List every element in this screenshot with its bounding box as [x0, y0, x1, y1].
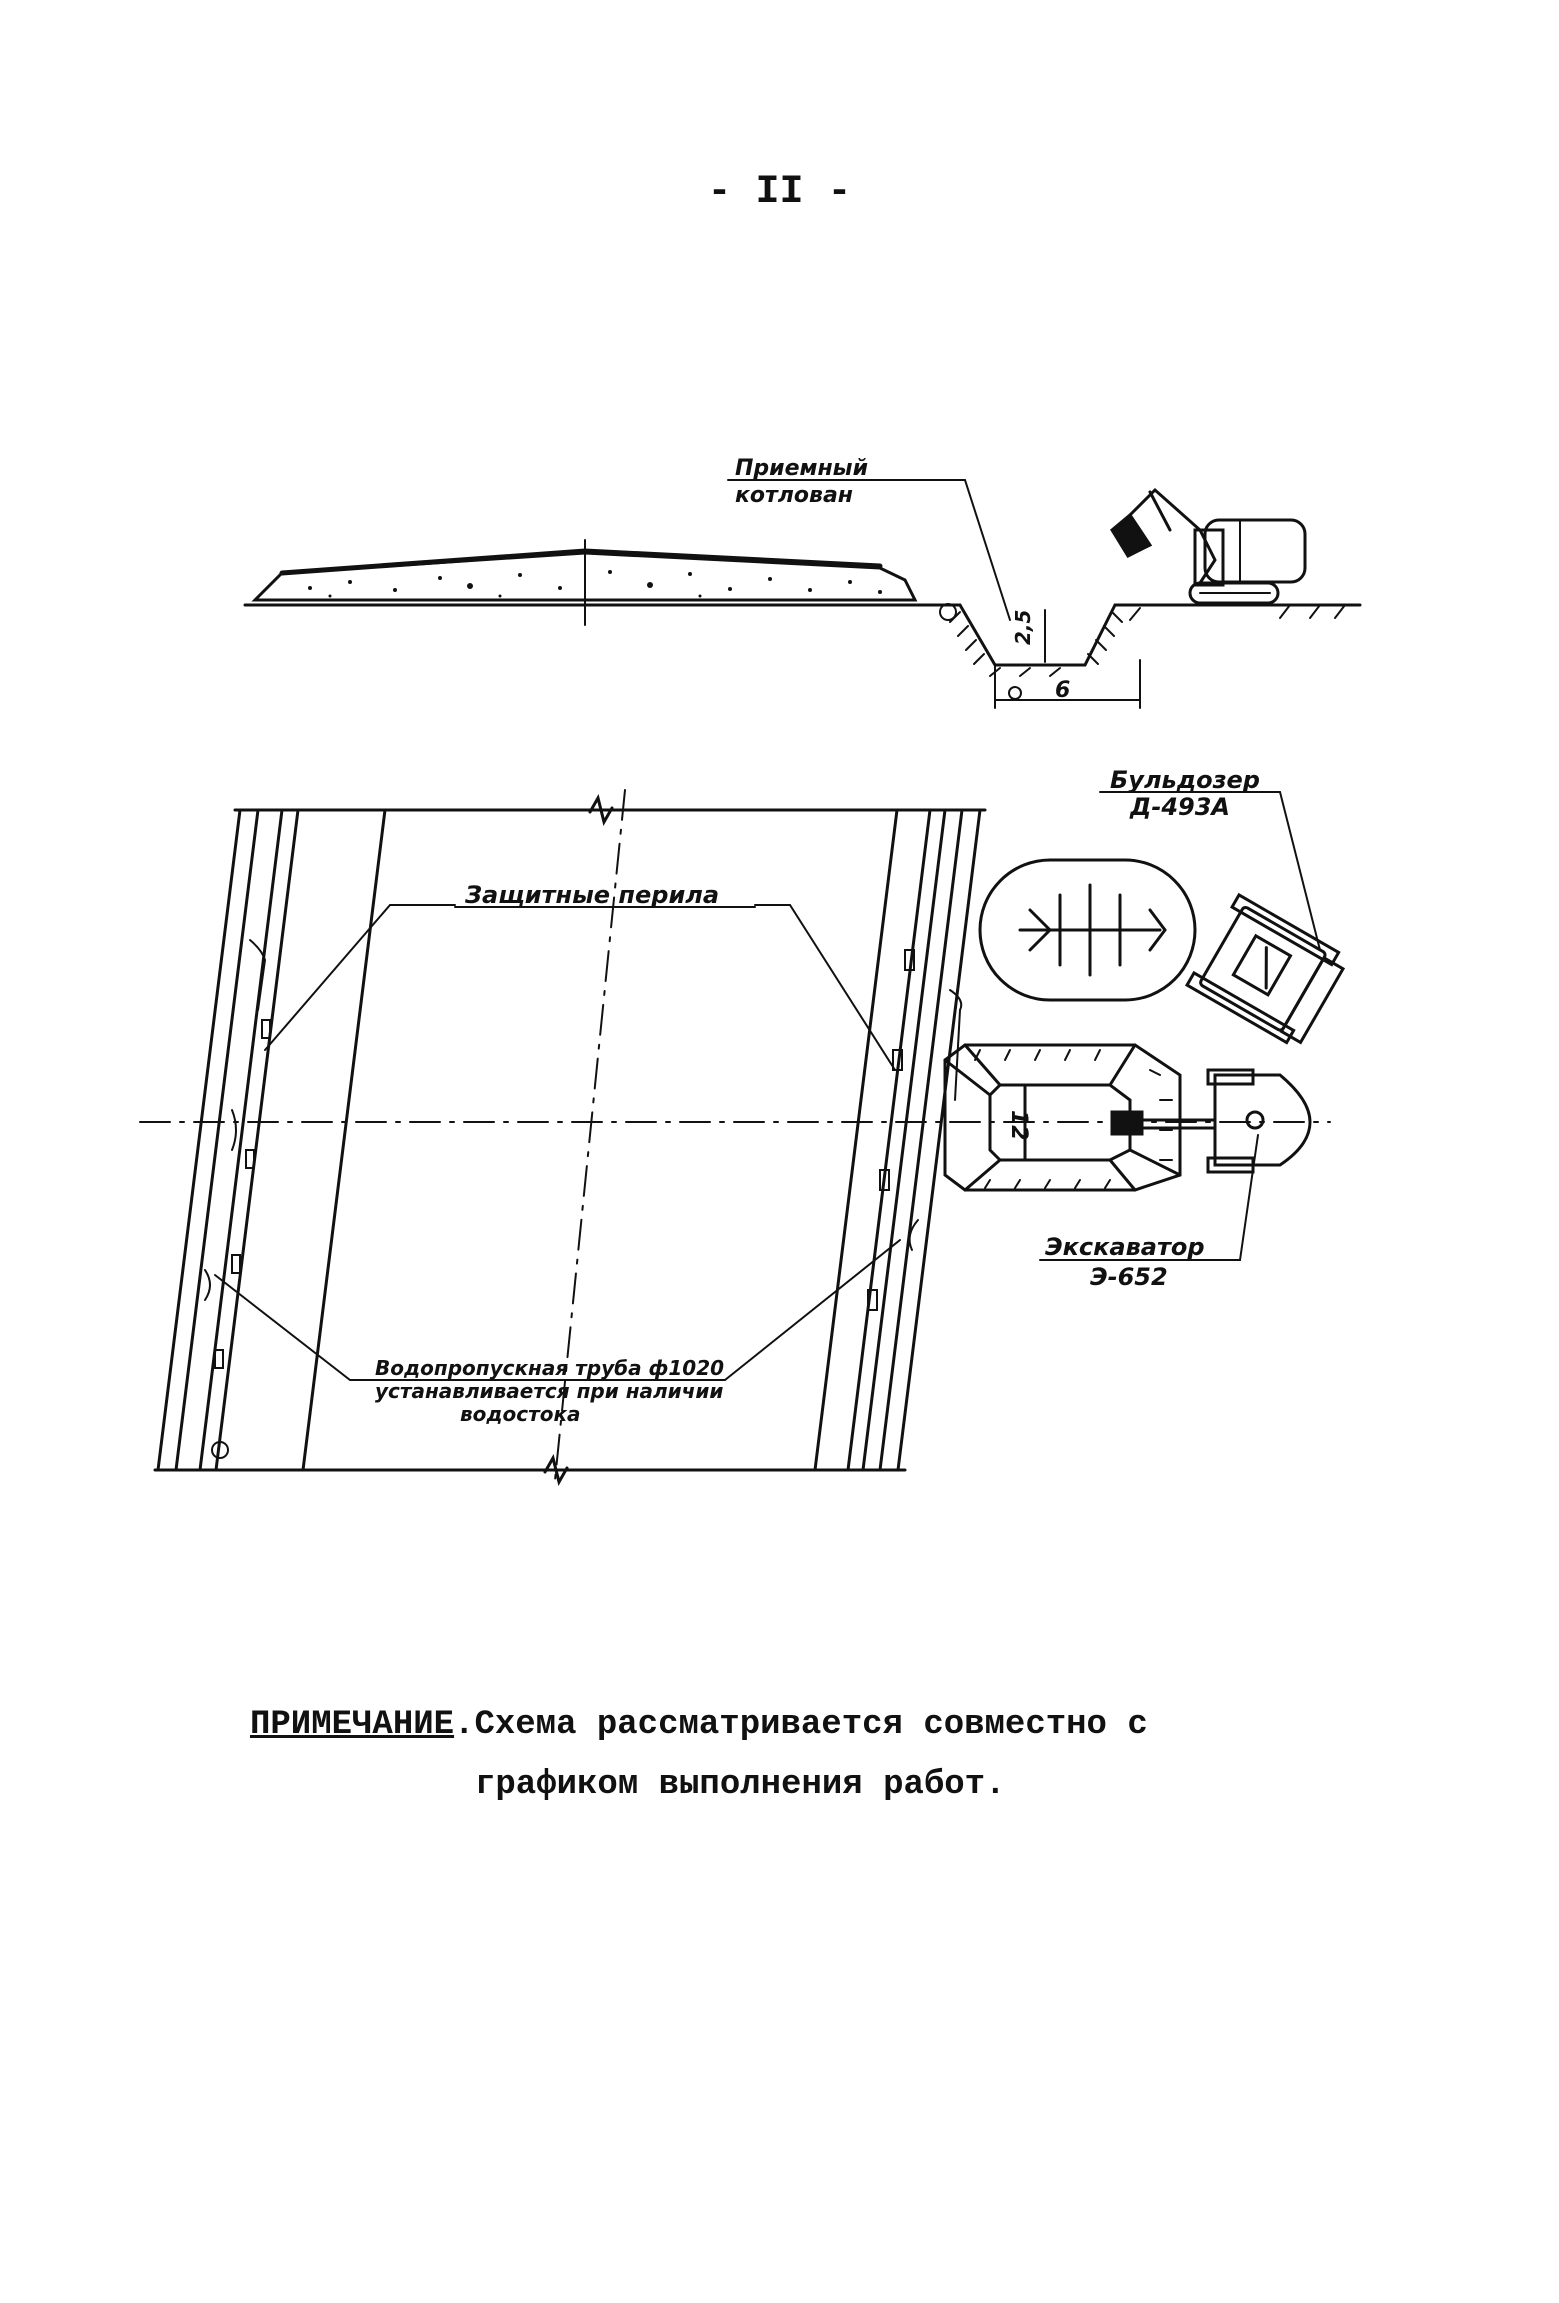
- embankment-stipple: [308, 570, 882, 598]
- note-text-1: .Схема рассматривается совместно с: [454, 1706, 1148, 1744]
- bulldozer-label-line1: Бульдозер: [1110, 766, 1260, 794]
- pit-label-line2: котлован: [735, 483, 853, 508]
- note-block: ПРИМЕЧАНИЕ.Схема рассматривается совмест…: [250, 1695, 1400, 1815]
- note-title: ПРИМЕЧАНИЕ: [250, 1706, 455, 1744]
- pipe-label-line1: Водопропускная труба ф1020: [375, 1356, 724, 1380]
- pipe-leader-left: [214, 1274, 371, 1381]
- vertical-axis: [554, 789, 626, 1481]
- pipe-label-line2: устанавливается при наличии: [375, 1379, 723, 1403]
- pit-outline: [958, 603, 1117, 667]
- page-number: - II -: [707, 170, 852, 215]
- pipe-leader-right: [724, 1239, 901, 1381]
- excavator-plan-icon: [1110, 1068, 1312, 1174]
- pit-leader: [869, 479, 1011, 621]
- right-rail-lines: [813, 808, 982, 1472]
- rails-leader-left: [264, 904, 456, 1051]
- note-line-2: графиком выполнения работ.: [475, 1766, 1006, 1804]
- left-rail-details: [204, 939, 271, 1459]
- pit-width-label: 6: [1055, 678, 1070, 703]
- excavator-leader: [1039, 1134, 1259, 1261]
- plan-view: Защитные перила Водопропускная труба ф10…: [139, 766, 1346, 1486]
- right-rail-details: [867, 949, 963, 1311]
- excavator-elevation-icon: [1110, 487, 1307, 605]
- bottom-break-symbol: [543, 1454, 569, 1486]
- excavator-label-line1: Экскаватор: [1045, 1233, 1205, 1261]
- excavator-label-line2: Э-652: [1090, 1263, 1168, 1291]
- bulldozer-label-line2: Д-493А: [1129, 793, 1230, 821]
- pit-depth-label: 2,5: [1011, 610, 1035, 645]
- rails-label: Защитные перила: [464, 881, 719, 909]
- pit-width-symbol: [1008, 686, 1022, 700]
- pit-side-symbol: [939, 603, 957, 621]
- pit-label-line1: Приемный: [735, 456, 868, 481]
- section-view: 2,5 6 Приемный котлован: [243, 456, 1362, 709]
- pipe-label-line3: водостока: [460, 1402, 581, 1426]
- bulldozer-leader: [1099, 791, 1321, 951]
- left-rail-lines: [156, 808, 387, 1472]
- pit-plan: [943, 1043, 1182, 1192]
- ground-hatch-right: [1129, 604, 1346, 621]
- pit-plan-hatch: [974, 1049, 1173, 1189]
- pit-plan-size-label: 12: [1006, 1110, 1031, 1141]
- rails-leader-right: [754, 904, 896, 1071]
- bulldozer-plan-icon: [1184, 892, 1346, 1045]
- note-line-1: ПРИМЕЧАНИЕ.Схема рассматривается совмест…: [250, 1695, 1400, 1755]
- stockpile-plan: [978, 858, 1197, 1002]
- top-break-symbol: [588, 794, 614, 826]
